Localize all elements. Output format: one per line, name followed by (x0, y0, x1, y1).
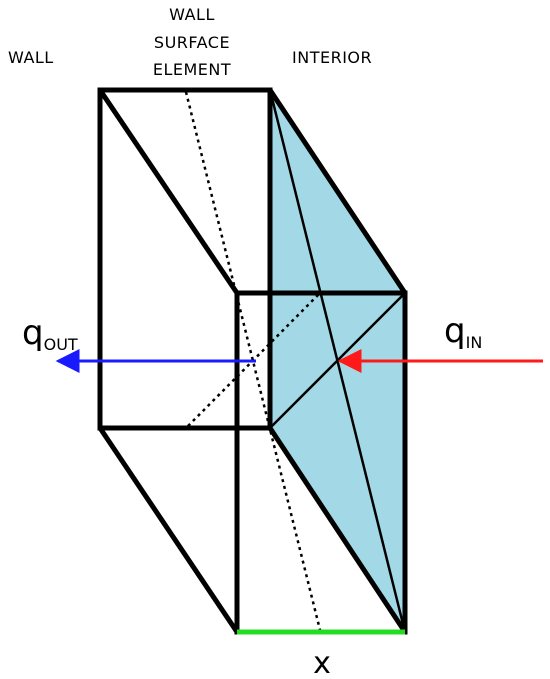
label-q-in-subscript: IN (466, 333, 483, 352)
label-thickness-x: x (313, 646, 331, 679)
label-interior: INTERIOR (292, 48, 372, 67)
label-q-in: qIN (444, 311, 482, 352)
surface-element-line-vertical (184, 91, 322, 631)
edge-top-left (97, 88, 240, 295)
label-q-out-symbol: q (22, 313, 44, 353)
edge-bottom-left (97, 426, 240, 634)
label-wall: WALL (8, 48, 54, 67)
label-q-out: qOUT (22, 313, 78, 354)
label-q-out-subscript: OUT (44, 335, 78, 354)
label-wall-surface-element-line1: WALL (169, 5, 215, 24)
edge-top-right (267, 88, 408, 295)
label-wall-surface-element-line2: SURFACE (154, 33, 230, 52)
label-q-in-symbol: q (444, 311, 466, 351)
outside-face (97, 87, 273, 431)
label-wall-surface-element-line3: ELEMENT (153, 60, 231, 79)
edge-bottom-right (267, 426, 408, 634)
interior-diagonal-b (269, 292, 406, 429)
